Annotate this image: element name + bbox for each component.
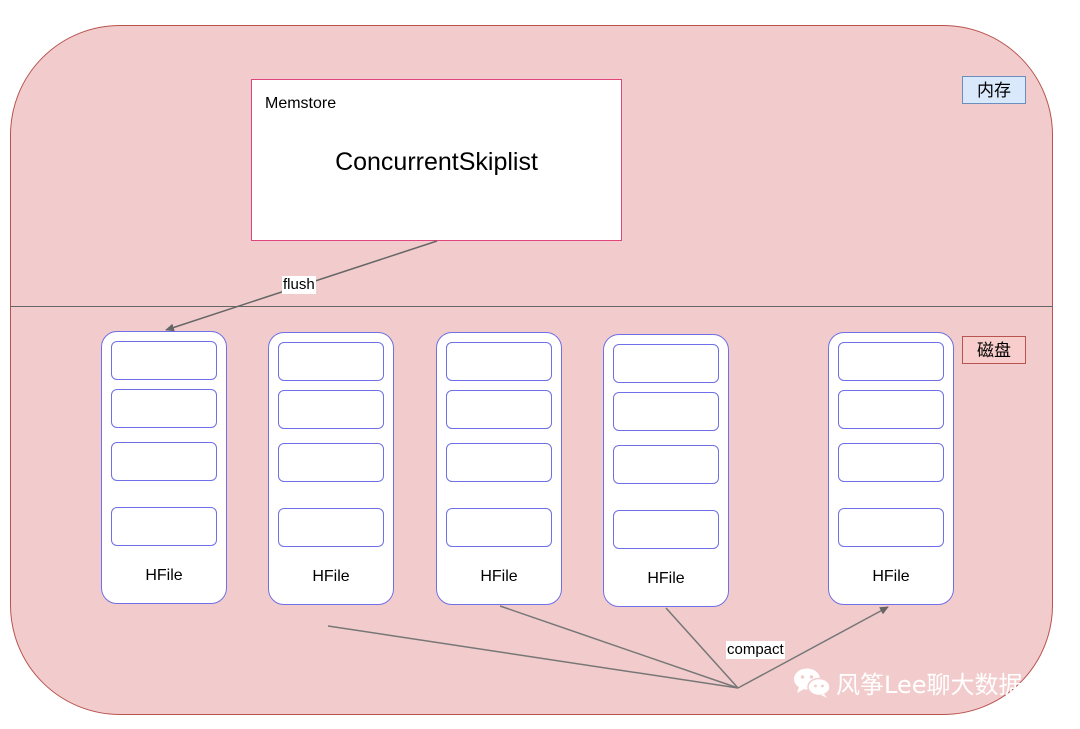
- hfile-block: [446, 443, 552, 482]
- hfile-block: [838, 443, 944, 482]
- memstore-structure: ConcurrentSkiplist: [335, 148, 538, 176]
- hfile-block: [111, 389, 217, 428]
- hfile-block: [838, 390, 944, 429]
- compact-arrow: [737, 606, 889, 689]
- flush-label: flush: [282, 276, 316, 294]
- wechat-icon: [794, 668, 831, 698]
- hfile-label: HFile: [647, 570, 685, 587]
- hfile-block: [613, 445, 719, 484]
- hfile-block: [838, 342, 944, 381]
- watermark-text: 风筝Lee聊大数据: [836, 671, 1023, 699]
- hfile-block: [446, 390, 552, 429]
- hfile-4: HFile: [603, 334, 729, 607]
- memory-label: 内存: [962, 76, 1026, 104]
- memstore-label: Memstore: [265, 95, 337, 112]
- hfile-label: HFile: [312, 568, 350, 585]
- hfile-label: HFile: [480, 568, 518, 585]
- compact-line-2: [499, 605, 739, 689]
- hfile-block: [278, 390, 384, 429]
- compact-line-1: [327, 625, 739, 689]
- hfile-3: HFile: [436, 332, 562, 605]
- compact-label: compact: [726, 641, 785, 659]
- hfile-block: [111, 341, 217, 380]
- hfile-block: [446, 342, 552, 381]
- watermark: 风筝Lee聊大数据: [792, 665, 1022, 700]
- hfile-label: HFile: [145, 567, 183, 584]
- hfile-block: [278, 508, 384, 547]
- memory-disk-divider: [10, 306, 1053, 307]
- hfile-block: [111, 507, 217, 546]
- hfile-label: HFile: [872, 568, 910, 585]
- hfile-block: [278, 342, 384, 381]
- hfile-block: [446, 508, 552, 547]
- hfile-block: [278, 443, 384, 482]
- disk-label: 磁盘: [962, 336, 1026, 364]
- hfile-block: [613, 510, 719, 549]
- hfile-5: HFile: [828, 332, 954, 605]
- memstore-box: Memstore ConcurrentSkiplist: [251, 79, 622, 241]
- hfile-2: HFile: [268, 332, 394, 605]
- hfile-block: [613, 344, 719, 383]
- hfile-block: [838, 508, 944, 547]
- compact-line-3: [665, 607, 739, 689]
- hfile-block: [111, 442, 217, 481]
- hfile-1: HFile: [101, 331, 227, 604]
- hfile-block: [613, 392, 719, 431]
